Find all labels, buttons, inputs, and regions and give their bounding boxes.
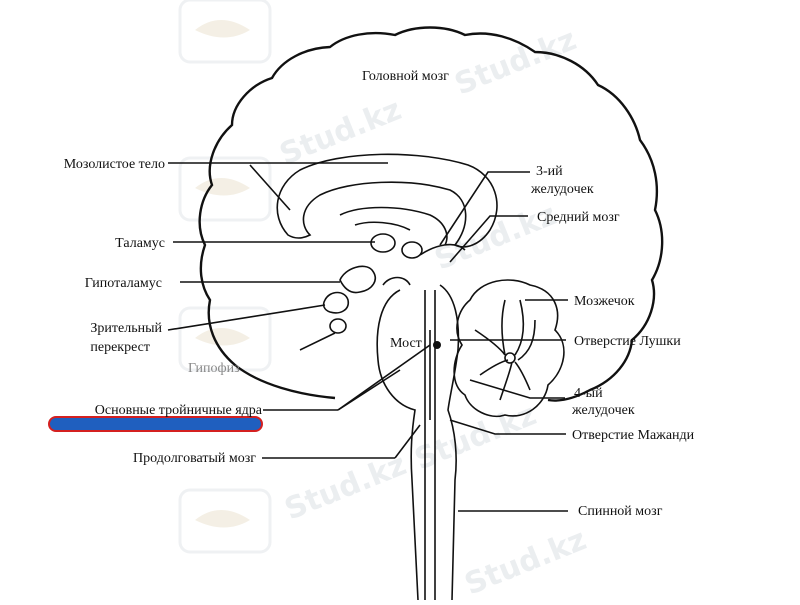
label-corpus-callosum: Мозолистое тело — [64, 157, 165, 172]
label-pons: Мост — [390, 336, 422, 351]
label-third-ventricle-line2: желудочек — [530, 182, 594, 197]
label-fourth-ventricle-line1: 4-ый — [574, 386, 603, 401]
watermark-logo-icon — [178, 306, 272, 372]
label-hypothalamus: Гипоталамус — [85, 276, 162, 291]
label-thalamus: Таламус — [115, 236, 165, 251]
watermark-logo-icon — [178, 156, 272, 222]
cerebrum-outline — [198, 26, 664, 402]
label-optic-chiasm-line1: Зрительный — [90, 321, 162, 336]
leader-lines-left — [167, 162, 431, 459]
leader-lines-right — [439, 171, 568, 512]
label-midbrain: Средний мозг — [537, 210, 620, 225]
watermark-text: Stud.kz — [280, 447, 411, 527]
label-third-ventricle-line1: 3-ий — [536, 164, 563, 179]
label-foramen-luschka: Отверстие Лушки — [574, 334, 681, 349]
label-medulla: Продолговатый мозг — [133, 451, 256, 466]
pituitary-shape — [329, 318, 347, 334]
label-pituitary: Гипофиз — [188, 361, 240, 376]
pons-nucleus-dot — [433, 341, 441, 349]
label-foramen-magendie: Отверстие Мажанди — [572, 428, 695, 443]
hypothalamus-shape — [339, 265, 376, 294]
label-optic-chiasm-line2: перекрест — [90, 340, 150, 355]
label-cerebellum: Мозжечок — [574, 294, 635, 309]
label-trigeminal-nuclei: Основные тройничные ядра — [95, 403, 263, 418]
watermark-text: Stud.kz — [275, 92, 406, 172]
highlight-pill — [48, 416, 263, 432]
label-fourth-ventricle-line2: желудочек — [571, 403, 635, 418]
watermark-text: Stud.kz — [460, 522, 591, 600]
diagram-title: Головной мозг — [362, 69, 449, 84]
label-spinal-cord: Спинной мозг — [578, 504, 663, 519]
cerebellum-shape — [453, 279, 565, 417]
brainstem-shape — [376, 284, 460, 601]
thalamus-shape — [370, 233, 396, 253]
midbrain-blob-shape — [401, 241, 423, 259]
watermark-logo-icon — [178, 0, 272, 64]
watermark-logo-icon — [178, 488, 272, 554]
optic-chiasm-shape — [322, 291, 350, 314]
recess-shape — [382, 276, 411, 286]
